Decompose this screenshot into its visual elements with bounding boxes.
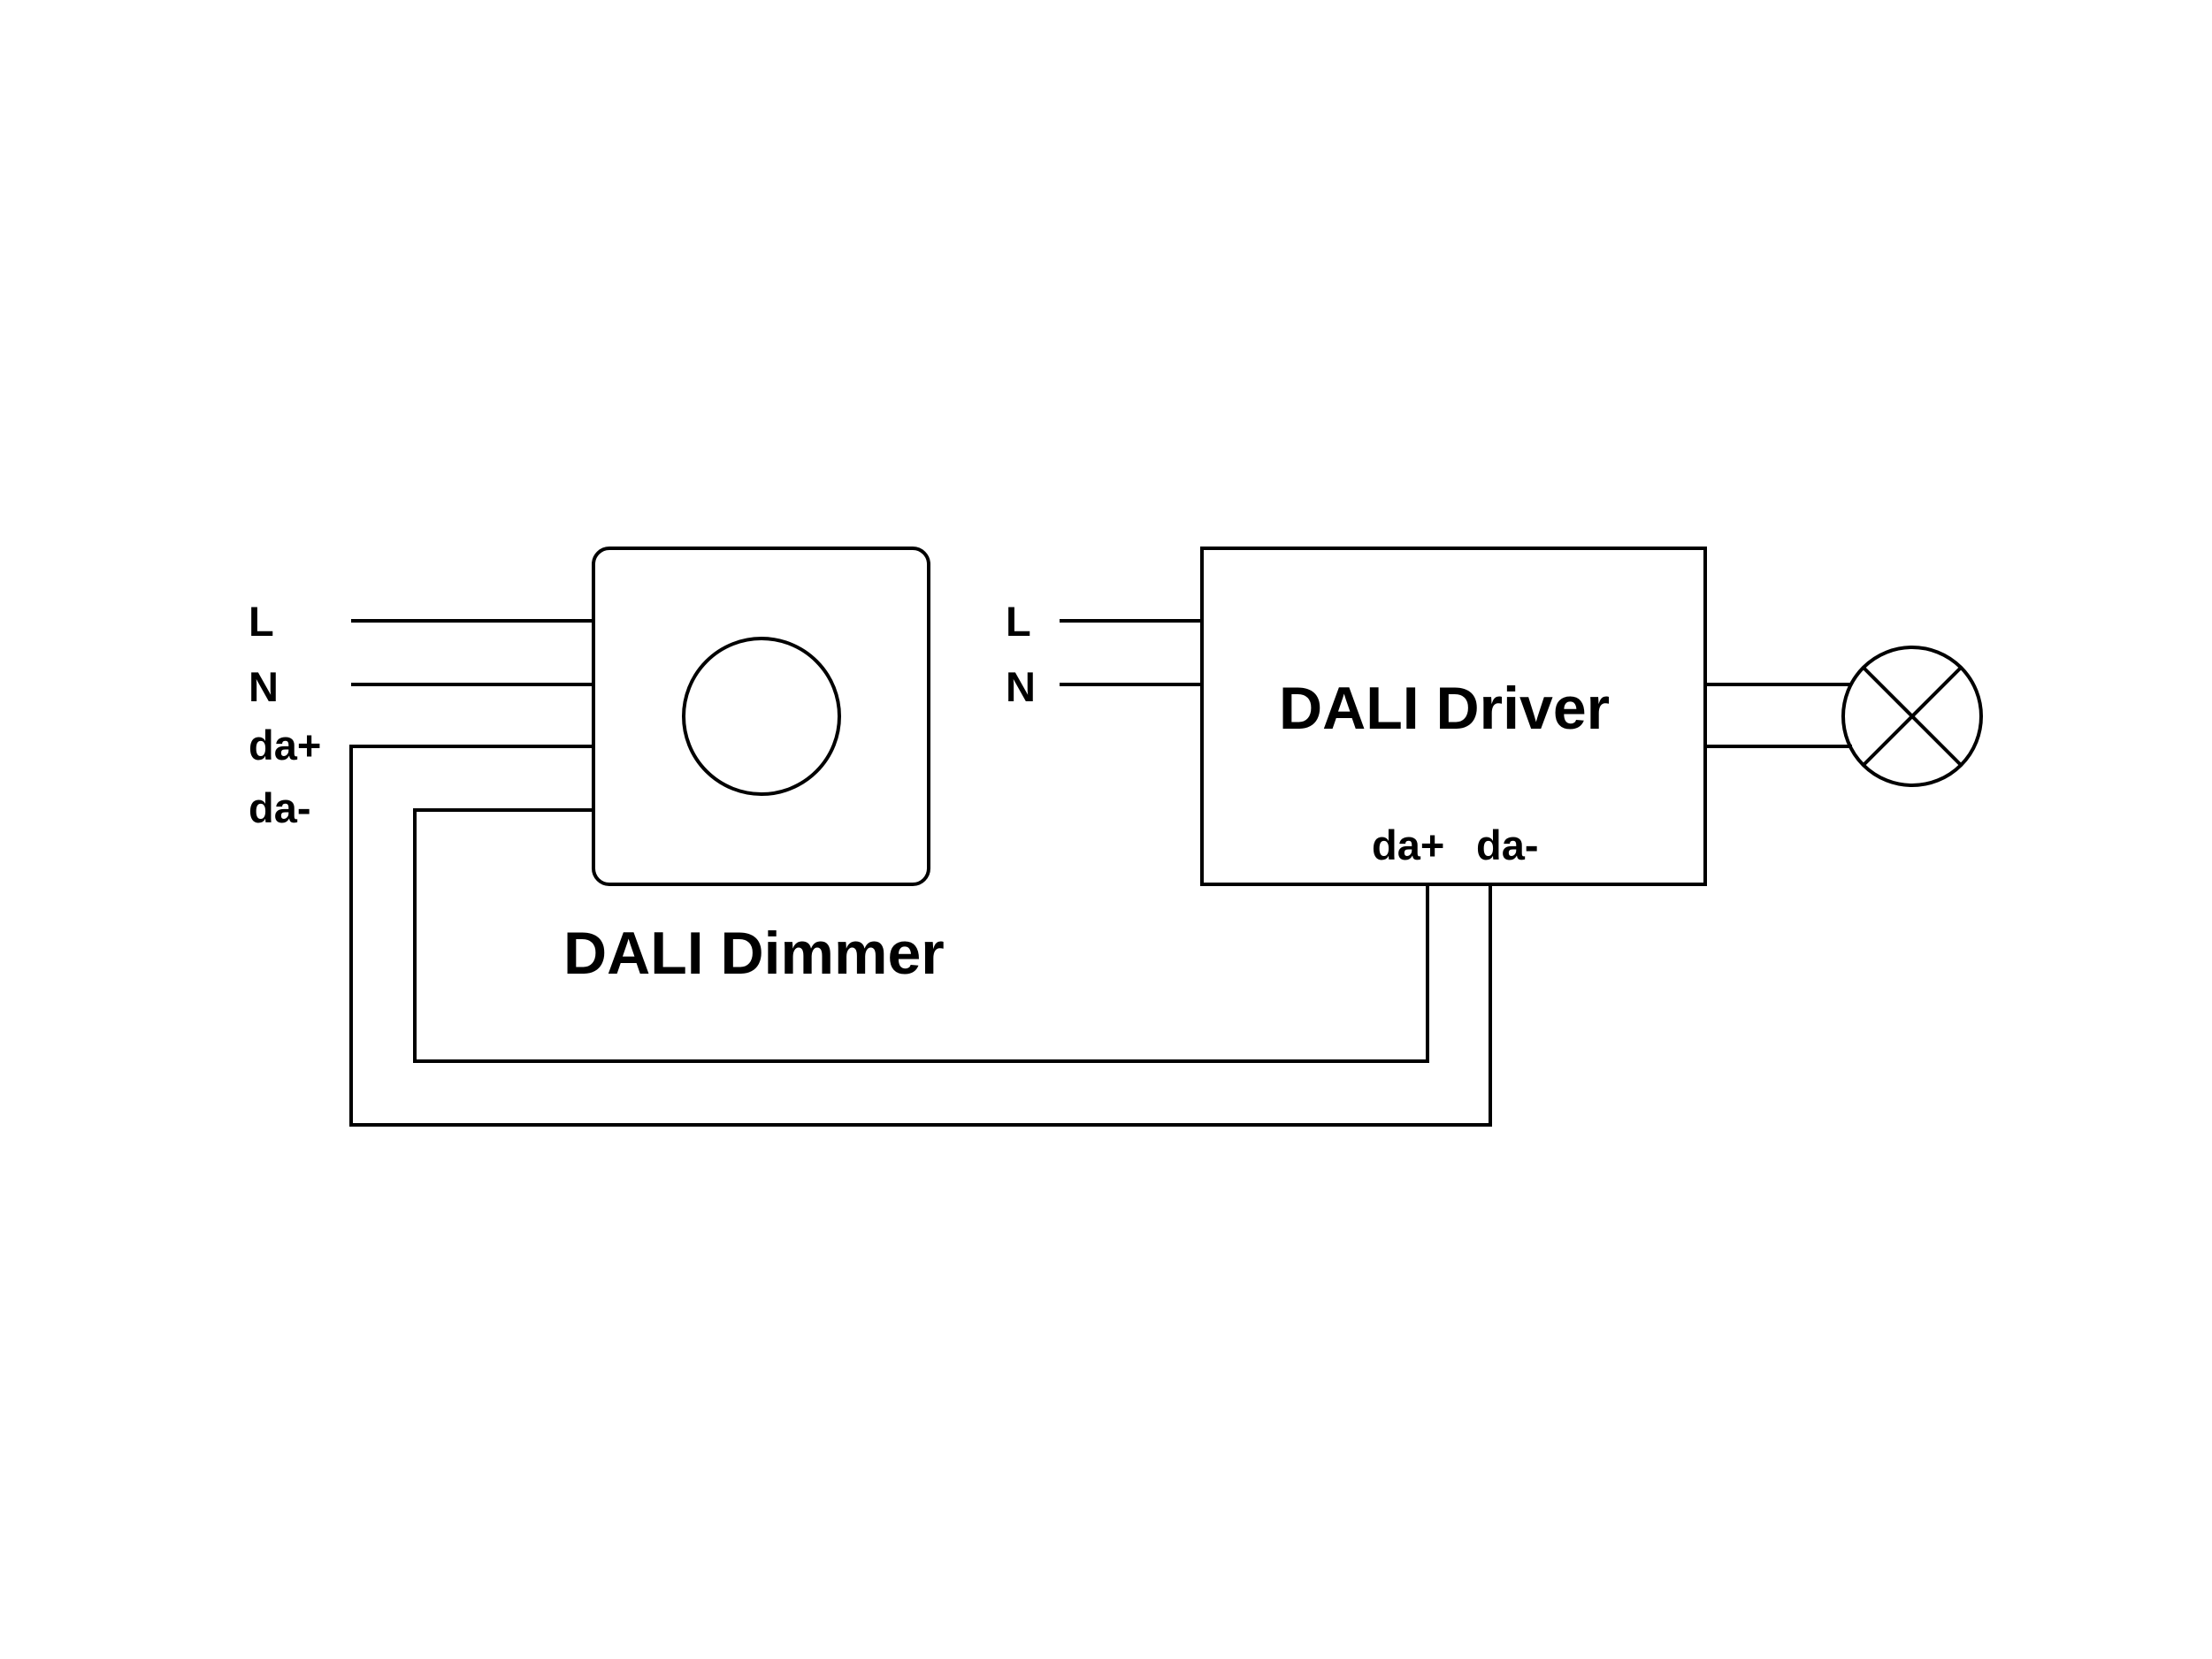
dali-bus-da-plus-wire — [349, 745, 1492, 1127]
dimmer-label-da-minus: da- — [249, 784, 311, 831]
driver-label-n: N — [1006, 663, 1036, 710]
dimmer-title: DALI Dimmer — [563, 920, 945, 987]
driver-label-da-minus: da- — [1476, 822, 1539, 868]
driver-label-l: L — [1006, 598, 1031, 645]
lamp-circle — [1841, 646, 1983, 787]
dimmer-label-n: N — [249, 663, 279, 710]
lamp-icon — [1841, 646, 1983, 787]
dimmer-box — [592, 547, 930, 886]
driver-label-da-plus: da+ — [1372, 822, 1444, 868]
lamp-cross-b — [1862, 666, 1963, 767]
dali-bus-da-minus-wire — [413, 808, 1429, 1063]
dimmer-label-da-plus: da+ — [249, 722, 321, 768]
driver-box — [1200, 547, 1707, 886]
dimmer-label-l: L — [249, 598, 274, 645]
dimmer-knob-icon — [682, 637, 841, 796]
driver-title: DALI Driver — [1279, 675, 1610, 742]
